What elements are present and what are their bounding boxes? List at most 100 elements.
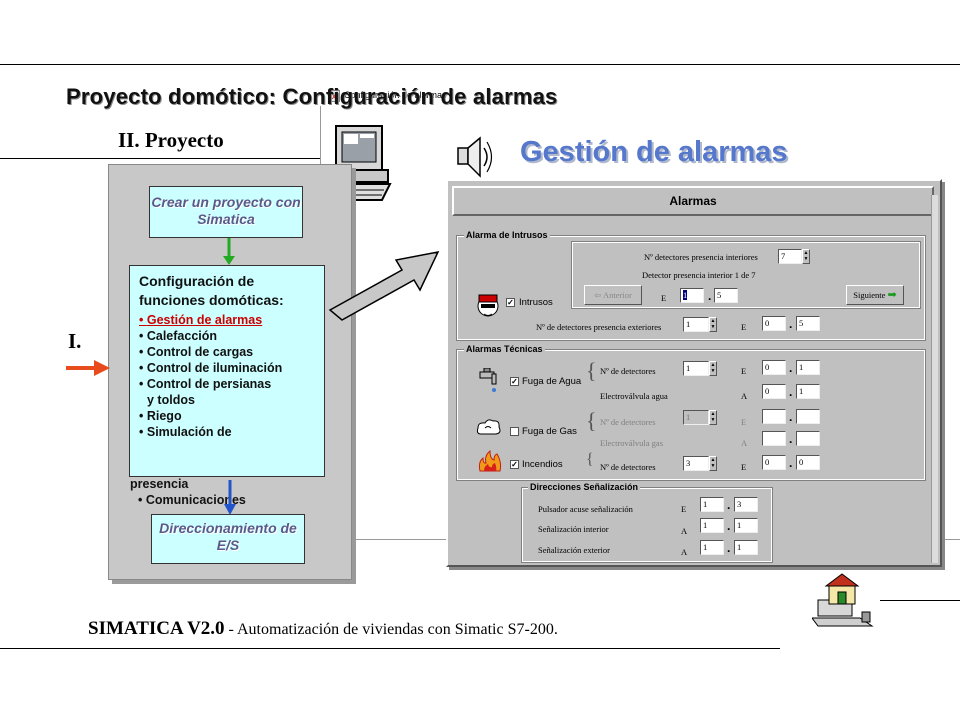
config-item-alarmas[interactable]: Gestión de alarmas [139,312,324,328]
speaker-icon [457,136,493,178]
gas-e-label: E [741,417,747,427]
gas-a-bit[interactable] [796,431,820,446]
exterior-dot: . [727,541,731,555]
ext-e-label: E [741,322,747,332]
overlay-window-title: Configuración de alarmas [344,90,447,100]
gas-e-bit[interactable] [796,409,820,424]
fuego-e-bit[interactable]: 0 [796,455,820,470]
interior-bit[interactable]: 1 [734,518,758,533]
int-detectors-field[interactable]: 7 [778,249,802,264]
agua-e-dot: . [789,361,793,375]
incendios-checkbox[interactable]: ✓ [510,460,519,469]
pulsador-io: E [681,504,687,514]
interior-dot: . [727,519,731,533]
exterior-byte[interactable]: 1 [700,540,724,555]
exterior-bit[interactable]: 1 [734,540,758,555]
siguiente-button[interactable]: Siguiente ➡ [846,285,904,305]
group-intrusos-label: Alarma de Intrusos [464,230,550,240]
intrusos-checkbox[interactable]: ✓ [506,298,515,307]
fuego-brace: { [586,451,594,468]
agua-e-bit[interactable]: 1 [796,360,820,375]
section-title: II. Proyecto [118,128,224,152]
fuego-e-dot: . [789,456,793,470]
agua-e-byte[interactable]: 0 [762,360,786,375]
int-byte-field[interactable]: 1 [680,288,704,303]
interior-io: A [681,526,688,536]
footer-rule [0,648,780,649]
address-box: Direccionamiento de E/S [151,514,305,564]
config-item-comunicaciones: • Comunicaciones [138,493,246,507]
fuego-detectors-spin[interactable]: ▲▼ [709,456,717,471]
gas-cloud-icon [476,419,501,435]
config-item-persianas-cont: y toldos [147,393,195,407]
config-item-riego: Riego [139,408,324,424]
big-arrow-icon [328,250,440,321]
gas-detectors-label: Nº de detectores [600,417,656,427]
agua-e-label: E [741,366,747,376]
gas-a-dot: . [789,432,793,446]
ext-detectors-field[interactable]: 1 [683,317,709,332]
arrow-right-icon [66,360,110,376]
gas-a-byte[interactable] [762,431,786,446]
gas-detectors-field[interactable]: 1 [683,410,709,425]
gas-e-dot: . [789,410,793,424]
config-overflow: presencia • Comunicaciones [130,476,246,508]
arrow-down-blue [224,480,236,515]
fuego-e-byte[interactable]: 0 [762,455,786,470]
intruder-icon [477,294,499,317]
ext-detectors-spin[interactable]: ▲▼ [709,317,717,332]
detector-index-label: Detector presencia interior 1 de 7 [642,270,756,280]
anterior-button[interactable]: ⇦ Anterior [584,285,642,305]
agua-a-byte[interactable]: 0 [762,384,786,399]
int-dot: . [708,289,712,303]
gas-e-byte[interactable] [762,409,786,424]
config-item-simulacion: Simulación de [139,424,324,440]
fuego-e-label: E [741,462,747,472]
ext-bit-field[interactable]: 5 [796,316,820,331]
config-functions-box: Configuración de funciones domóticas: Ge… [129,265,325,477]
agua-a-label: A [741,391,748,401]
part-marker: I. [68,329,82,353]
gas-checkbox[interactable] [510,427,519,436]
incendios-check-label: Incendios [522,459,563,470]
agua-detectors-label: Nº de detectores [600,366,656,376]
pulsador-bit[interactable]: 3 [734,497,758,512]
config-heading: Configuración de funciones domóticas: [139,273,284,308]
exterior-io: A [681,547,688,557]
overlay-close-button[interactable]: x [328,90,340,102]
dialog-scrollbar[interactable] [931,195,938,563]
config-item-iluminacion: Control de iluminación [139,360,324,376]
agua-a-dot: . [789,385,793,399]
config-item-calefaccion: Calefacción [139,328,324,344]
fuego-detectors-field[interactable]: 3 [683,456,709,471]
config-list: Gestión de alarmas Calefacción Control d… [139,312,324,440]
group-senalizacion [521,487,773,563]
ext-byte-field[interactable]: 0 [762,316,786,331]
agua-valve-label: Electroválvula agua [600,391,668,401]
exterior-label: Señalización exterior [538,545,610,555]
footer-product: SIMATICA V2.0 [88,618,225,639]
ext-dot: . [789,317,793,331]
arrow-down-green [223,238,235,265]
interior-label: Señalización interior [538,524,609,534]
computer-icon [322,125,392,201]
agua-detectors-spin[interactable]: ▲▼ [709,361,717,376]
agua-detectors-field[interactable]: 1 [683,361,709,376]
faucet-icon [479,368,497,392]
gas-check-label: Fuga de Gas [522,426,577,437]
int-bit-field[interactable]: 5 [714,288,738,303]
int-e-label: E [661,293,667,303]
gas-detectors-spin[interactable]: ▲▼ [709,410,717,425]
interior-byte[interactable]: 1 [700,518,724,533]
top-rule [0,64,960,65]
agua-checkbox[interactable]: ✓ [510,377,519,386]
int-detectors-spin[interactable]: ▲▼ [802,249,810,264]
intrusos-check-label: Intrusos [519,297,553,308]
ext-detectors-label: Nº de detectores presencia exteriores [536,322,662,332]
gas-brace: { [586,408,597,433]
agua-check-label: Fuga de Agua [522,376,582,387]
agua-a-bit[interactable]: 1 [796,384,820,399]
config-item-persianas: Control de persianas [139,376,324,392]
pulsador-byte[interactable]: 1 [700,497,724,512]
int-detectors-label: Nº detectores presencia interiores [644,252,758,262]
